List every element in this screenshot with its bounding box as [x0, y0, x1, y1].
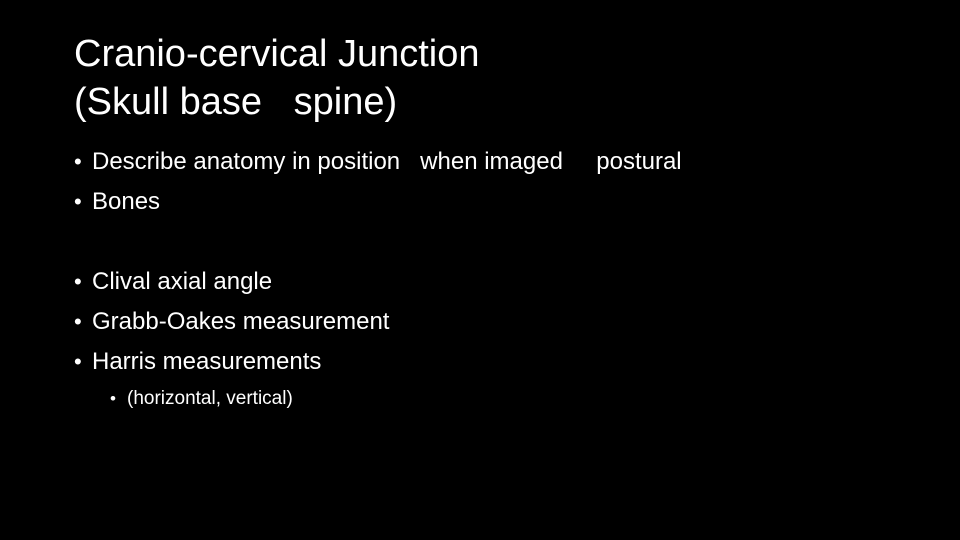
bullet-text: Bones	[92, 188, 161, 215]
bullet-icon: •	[74, 349, 82, 374]
bullet-icon: •	[74, 269, 82, 294]
slide-title: Cranio-cervical Junction (Skull base spi…	[74, 33, 480, 123]
bullet-text: (horizontal, vertical)	[127, 388, 293, 409]
bullet-text: Describe anatomy in position when imaged…	[92, 148, 682, 175]
bullet-text: Grabb-Oakes measurement	[92, 308, 390, 335]
bullet-text: Harris measurements	[92, 348, 322, 375]
bullet-text: Clival axial angle	[92, 268, 273, 295]
blank-line-spacer	[74, 222, 904, 262]
bullet-icon: •	[74, 189, 82, 214]
bullet-item: • Clival axial angle	[74, 262, 904, 302]
bullet-icon: •	[74, 149, 82, 174]
bullet-icon: •	[74, 309, 82, 334]
bullet-item: • Grabb-Oakes measurement	[74, 302, 904, 342]
sub-bullet-item: • (horizontal, vertical)	[110, 382, 904, 415]
slide-body: • Describe anatomy in position when imag…	[74, 142, 904, 415]
bullet-item: • Bones	[74, 182, 904, 222]
bullet-item: • Harris measurements	[74, 342, 904, 382]
bullet-item: • Describe anatomy in position when imag…	[74, 142, 904, 182]
bullet-icon: •	[110, 389, 116, 408]
